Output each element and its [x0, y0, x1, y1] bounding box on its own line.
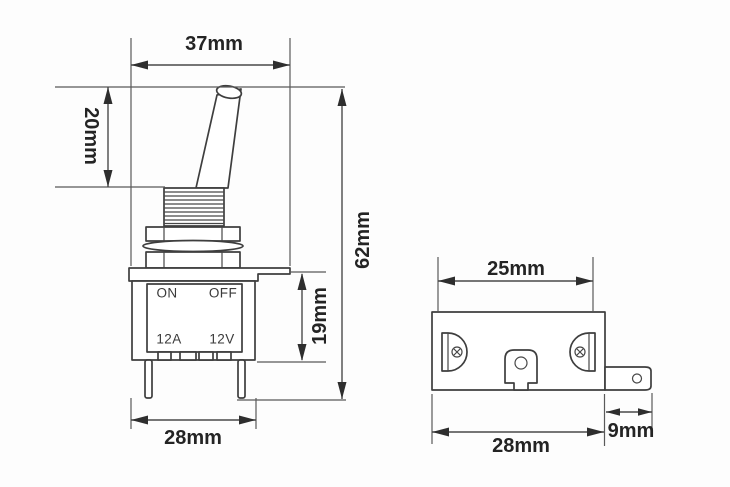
- center-terminal-hole: [514, 356, 528, 370]
- side-spade-terminal: [604, 366, 652, 391]
- switch-body-panel: [146, 283, 243, 353]
- side-terminal-hole: [631, 373, 643, 384]
- switch-body: [131, 280, 256, 361]
- dim-body-width-side: [130, 398, 257, 429]
- label-terminal-width: 9mm: [607, 420, 655, 442]
- label-current: 12A: [156, 331, 182, 347]
- center-terminal-tab: [504, 349, 538, 391]
- label-mount-spacing: 25mm: [487, 258, 545, 280]
- mounting-flange: [128, 267, 291, 282]
- hex-nut-lower: [145, 251, 241, 269]
- terminal-pin-left: [144, 359, 153, 399]
- label-voltage: 12V: [209, 331, 235, 347]
- label-lever-height: 20mm: [80, 107, 102, 165]
- mount-screw-right: [574, 346, 586, 358]
- dim-flange-width: [130, 38, 291, 266]
- threaded-bushing: [163, 187, 225, 227]
- lever-tip: [215, 84, 243, 100]
- dim-body-width-bottom: [431, 394, 606, 446]
- washer: [142, 239, 244, 253]
- terminal-pin-right: [237, 359, 246, 399]
- dim-lever-height: [55, 86, 345, 188]
- label-on: ON: [156, 285, 178, 301]
- label-body-width-bottom: 28mm: [492, 435, 550, 457]
- label-body-height: 19mm: [309, 287, 331, 345]
- label-body-width-side: 28mm: [164, 427, 222, 449]
- dim-terminal-width: [606, 393, 653, 429]
- hex-nut-upper: [145, 226, 241, 242]
- dim-total-height: [237, 89, 347, 401]
- dim-mount-spacing: [437, 257, 594, 311]
- switch-body-notches: [157, 351, 232, 361]
- dim-body-height: [257, 271, 326, 363]
- toggle-lever: [195, 84, 243, 189]
- side-view-linework: [55, 38, 347, 429]
- mount-screw-left: [451, 346, 463, 358]
- bottom-view-linework: [431, 257, 653, 446]
- label-flange-width: 37mm: [185, 33, 243, 55]
- mount-boss-left: [441, 332, 468, 372]
- mount-boss-right: [569, 332, 596, 372]
- label-total-height: 62mm: [352, 211, 374, 269]
- label-off: OFF: [208, 285, 238, 301]
